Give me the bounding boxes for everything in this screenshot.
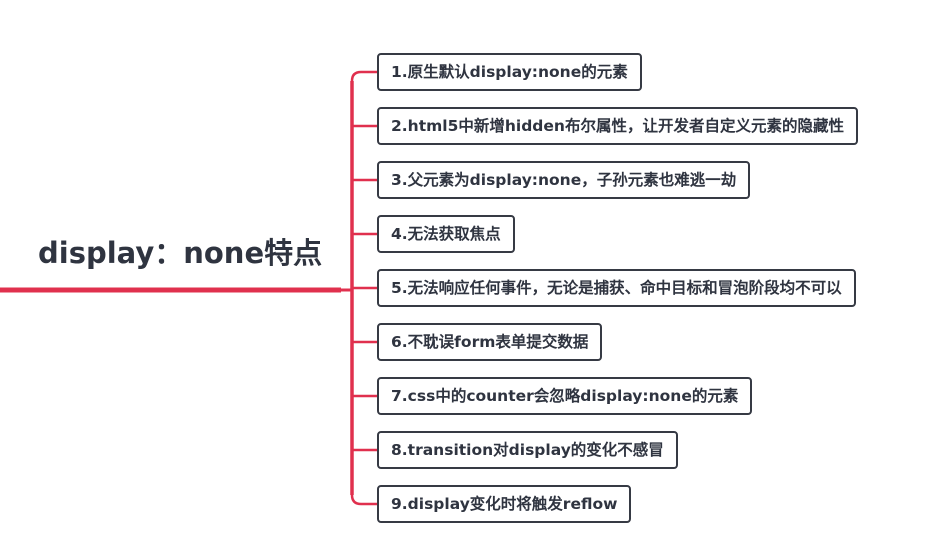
- child-topic-6[interactable]: 6.不耽误form表单提交数据: [377, 323, 603, 361]
- child-topic-8[interactable]: 8.transition对display的变化不感冒: [377, 431, 678, 469]
- child-topic-1[interactable]: 1.原生默认display:none的元素: [377, 53, 642, 91]
- child-topic-5[interactable]: 5.无法响应任何事件，无论是捕获、命中目标和冒泡阶段均不可以: [377, 269, 856, 307]
- branch-line-1: [350, 70, 377, 82]
- child-topic-3[interactable]: 3.父元素为display:none，子孙元素也难逃一劫: [377, 161, 751, 199]
- child-topic-7[interactable]: 7.css中的counter会忽略display:none的元素: [377, 377, 753, 415]
- child-topic-4[interactable]: 4.无法获取焦点: [377, 215, 515, 253]
- branch-line-9: [350, 494, 377, 506]
- branch-connectors: [0, 70, 377, 506]
- child-topic-2[interactable]: 2.html5中新增hidden布尔属性，让开发者自定义元素的隐藏性: [377, 107, 858, 145]
- root-topic[interactable]: display：none特点: [38, 236, 323, 270]
- child-topic-9[interactable]: 9.display变化时将触发reflow: [377, 485, 632, 523]
